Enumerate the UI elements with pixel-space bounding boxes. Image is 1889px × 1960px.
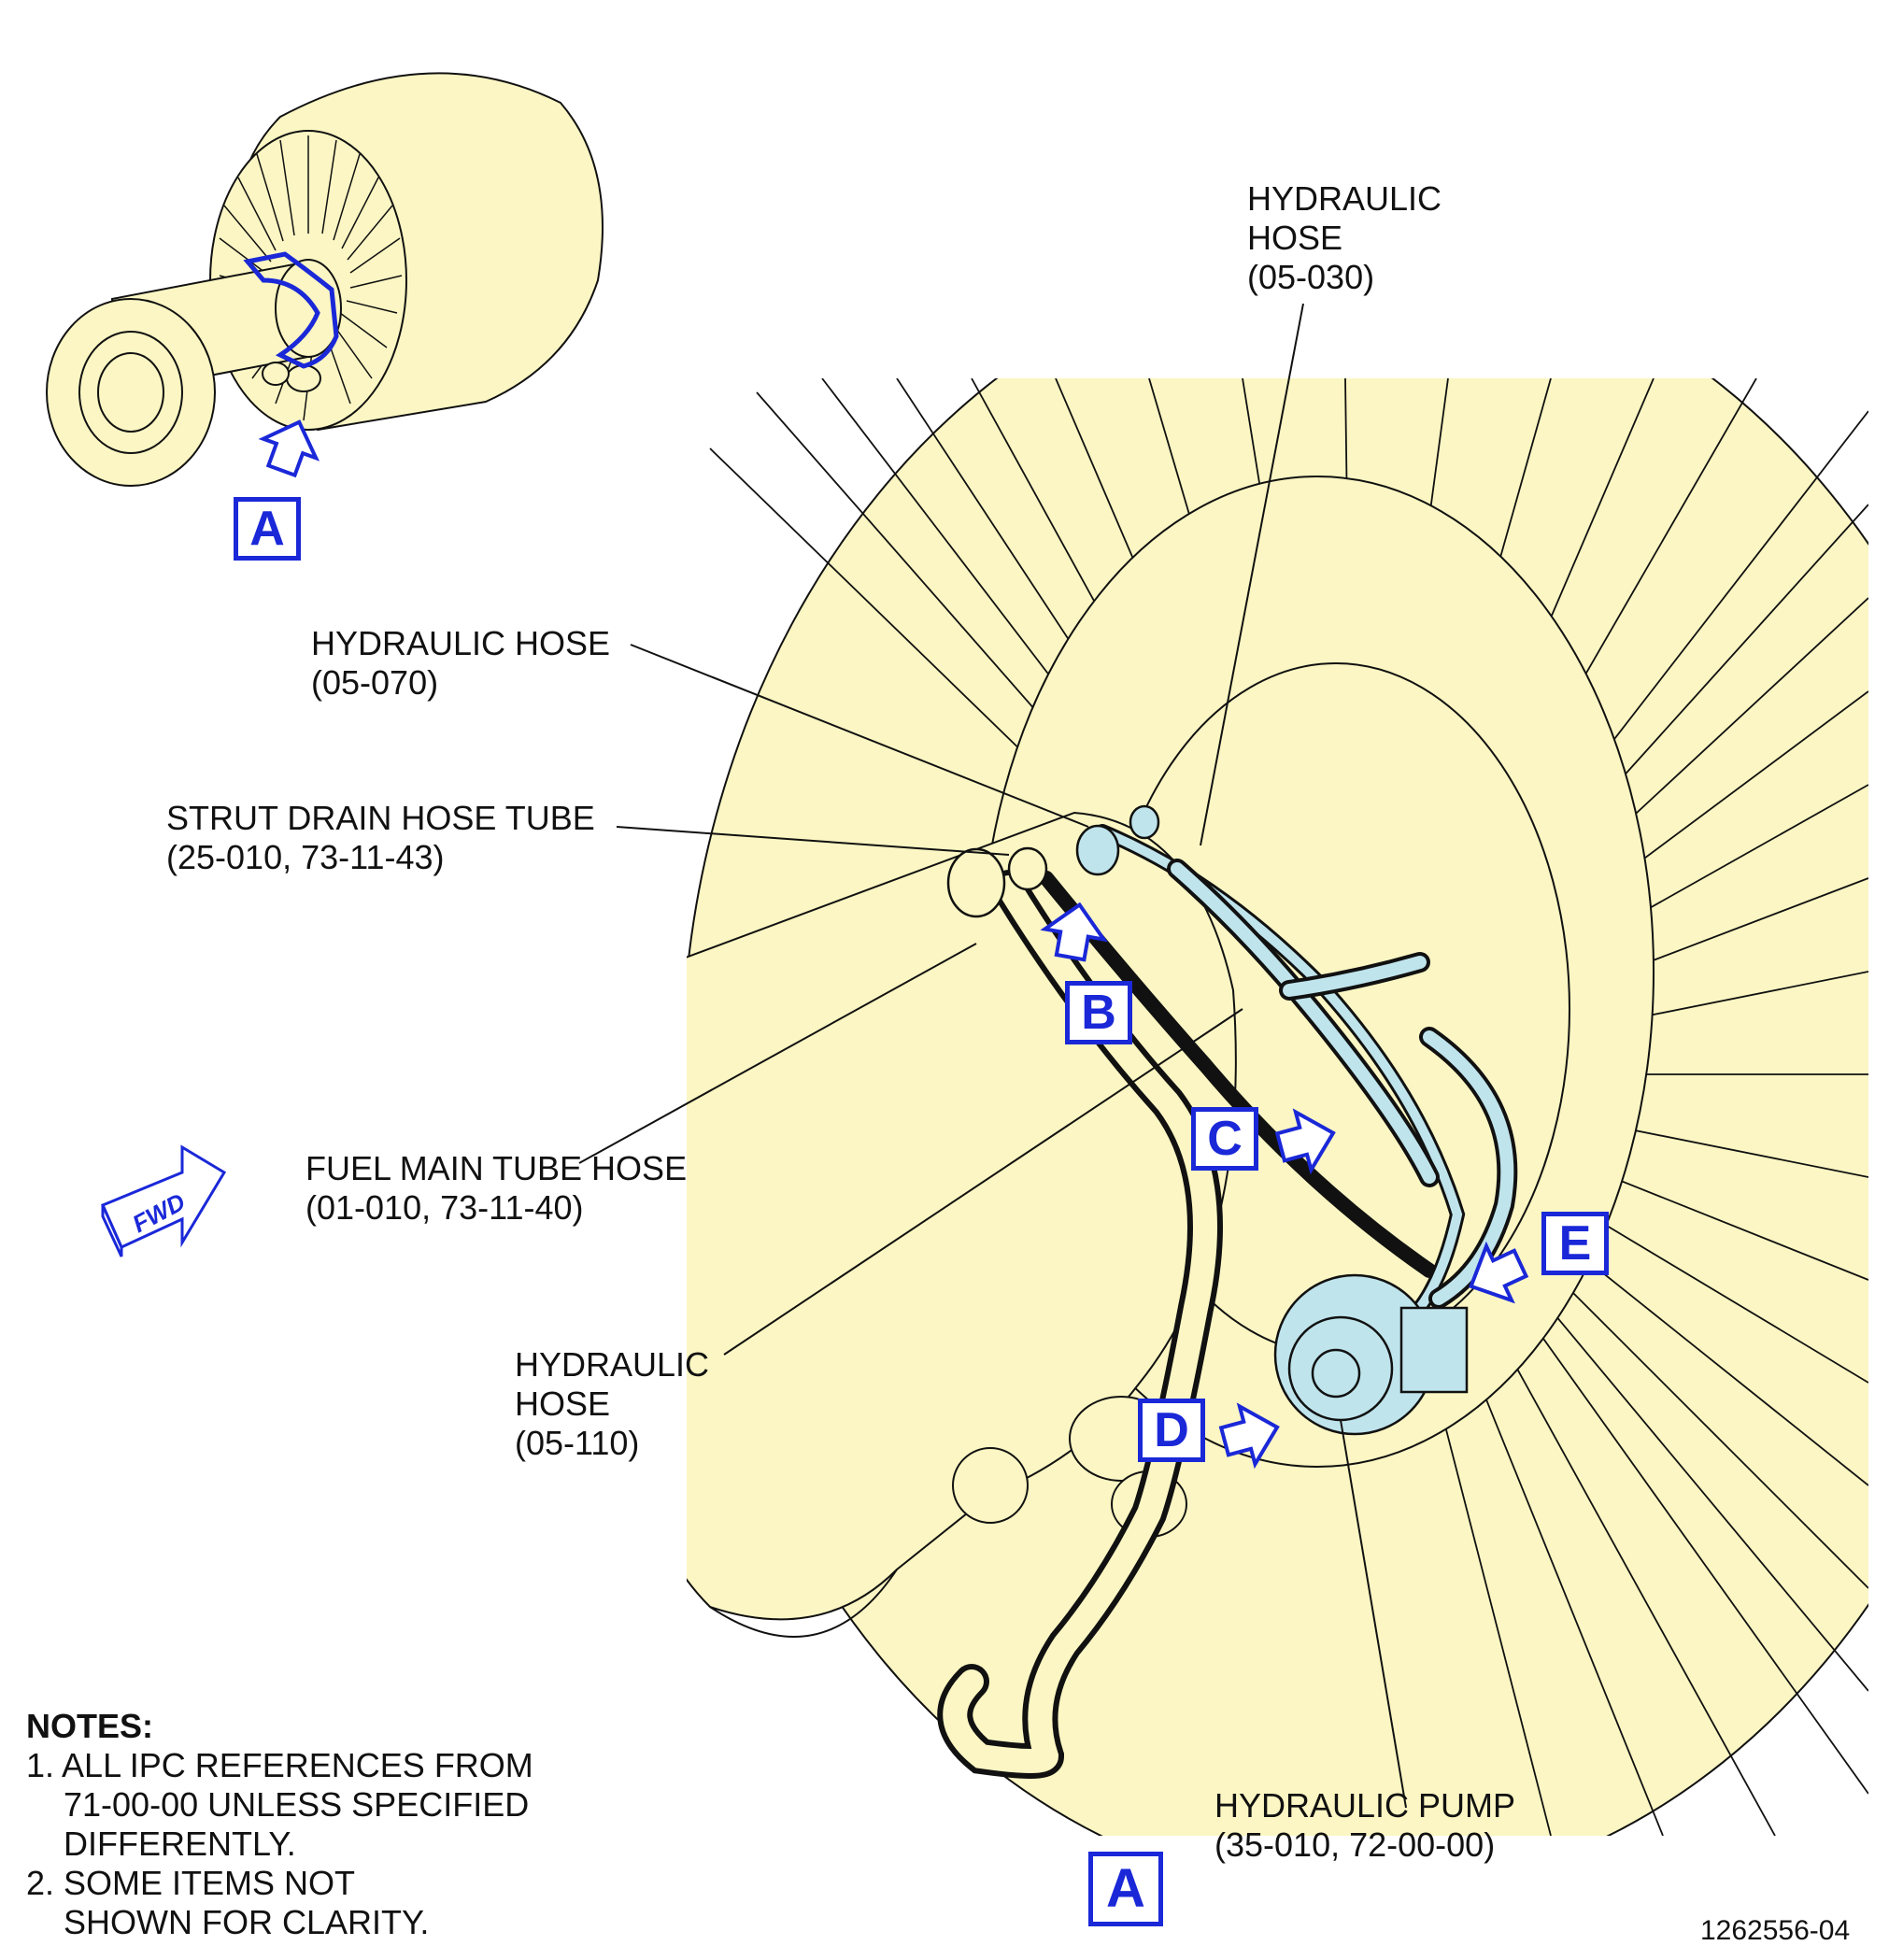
callout-b: B — [1065, 981, 1132, 1044]
label-hydraulic-hose-05-070: HYDRAULIC HOSE (05-070) — [311, 624, 610, 703]
callout-e: E — [1541, 1212, 1609, 1275]
view-arrow-e — [1469, 1241, 1529, 1304]
fittings-drawing — [946, 804, 1160, 918]
locator-highlight — [243, 251, 339, 369]
label-line: HOSE — [515, 1385, 611, 1423]
view-arrows — [1040, 902, 1529, 1470]
label-line: (01-010, 73-11-40) — [305, 1188, 584, 1227]
label-line: (05-110) — [515, 1424, 640, 1462]
label-line: (05-030) — [1247, 258, 1375, 296]
label-line: HYDRAULIC — [515, 1345, 710, 1384]
leader-lines — [578, 303, 1407, 1809]
note-line: 2. SOME ITEMS NOT — [26, 1864, 356, 1902]
label-fuel-main-tube-hose: FUEL MAIN TUBE HOSE (01-010, 73-11-40) — [305, 1149, 687, 1228]
label-hydraulic-hose-05-030: HYDRAULIC HOSE (05-030) — [1247, 179, 1442, 297]
label-line: STRUT DRAIN HOSE TUBE — [166, 799, 595, 837]
label-line: FUEL MAIN TUBE HOSE — [305, 1149, 688, 1187]
fuel-main-tube-hose-drawing — [937, 870, 1437, 1779]
notes-title: NOTES: — [26, 1707, 154, 1745]
main-engine-view — [687, 378, 1868, 1836]
note-line: SHOWN FOR CLARITY. — [26, 1903, 430, 1941]
label-strut-drain-hose-tube: STRUT DRAIN HOSE TUBE (25-010, 73-11-43) — [166, 799, 595, 877]
callout-a-main: A — [1088, 1852, 1163, 1926]
label-line: HYDRAULIC HOSE — [311, 624, 611, 662]
note-line: 1. ALL IPC REFERENCES FROM — [26, 1746, 533, 1784]
view-arrow-c — [1274, 1108, 1336, 1175]
figure-number: 1262556-04 — [1700, 1915, 1851, 1946]
label-line: (25-010, 73-11-43) — [166, 838, 445, 876]
view-arrow-b — [1040, 902, 1108, 962]
callout-a-locator: A — [234, 497, 301, 561]
fwd-arrow — [101, 1144, 227, 1257]
locator-view-arrow — [258, 419, 320, 478]
label-line: HYDRAULIC — [1247, 179, 1442, 218]
callout-d: D — [1138, 1399, 1205, 1462]
hydraulic-hoses-drawing — [1095, 824, 1518, 1334]
label-hydraulic-pump: HYDRAULIC PUMP (35-010, 72-00-00) — [1214, 1786, 1515, 1865]
note-line: 71-00-00 UNLESS SPECIFIED — [26, 1785, 530, 1824]
note-line: DIFFERENTLY. — [26, 1825, 296, 1863]
view-arrow-d — [1218, 1402, 1280, 1470]
locator-engine-view — [46, 72, 604, 487]
hydraulic-pump-drawing — [1273, 1273, 1469, 1436]
label-line: HYDRAULIC PUMP — [1214, 1786, 1516, 1825]
label-line: (35-010, 72-00-00) — [1214, 1825, 1496, 1864]
label-line: HOSE — [1247, 219, 1343, 257]
callout-c: C — [1191, 1107, 1258, 1171]
label-hydraulic-hose-05-110: HYDRAULIC HOSE (05-110) — [515, 1345, 709, 1463]
label-line: (05-070) — [311, 663, 439, 702]
